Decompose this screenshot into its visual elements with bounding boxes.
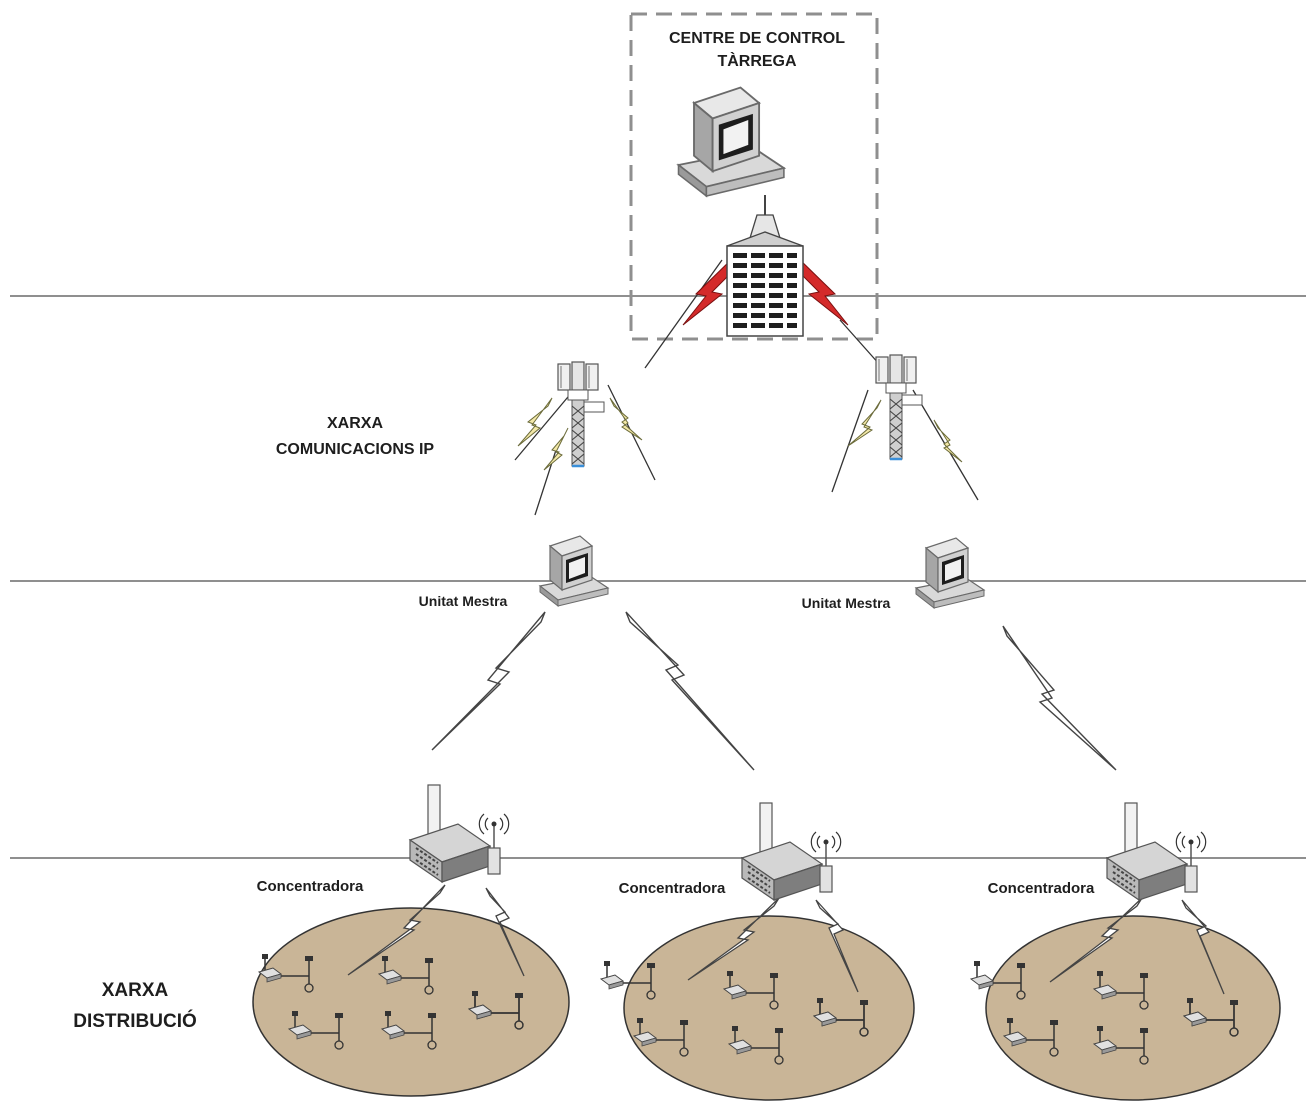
master-unit-right-icon <box>915 537 985 609</box>
distribution-zone-1 <box>252 907 570 1097</box>
concentrator-label: Concentradora <box>257 878 364 895</box>
control-center-building-icon <box>726 195 804 337</box>
distribution-label-line2: DISTRIBUCIÓ <box>73 1010 197 1032</box>
concentrator-2-icon <box>741 802 842 901</box>
tower-radio-links <box>517 397 963 471</box>
wireless-links-upper <box>431 611 1117 771</box>
concentrator-3-icon <box>1106 802 1207 901</box>
control-center-pc-icon <box>677 86 785 197</box>
master-unit-left-icon <box>539 535 609 607</box>
distribution-zone-2 <box>623 915 915 1101</box>
ip-tower-left-icon <box>556 360 606 468</box>
master-unit-label: Unitat Mestra <box>419 593 508 609</box>
master-unit-label: Unitat Mestra <box>802 595 891 611</box>
concentrator-label: Concentradora <box>619 880 726 897</box>
distribution-zone-3 <box>985 915 1281 1101</box>
concentrator-label: Concentradora <box>988 880 1095 897</box>
ip-network-label-line1: XARXA <box>327 415 383 432</box>
concentrator-1-icon <box>409 784 510 883</box>
control-link-right <box>839 319 881 366</box>
control-center-title-line2: TÀRREGA <box>717 51 797 70</box>
control-center-frame <box>629 12 879 341</box>
ip-tower-right-icon <box>874 353 924 461</box>
control-center-title-line1: CENTRE DE CONTROL <box>669 30 845 47</box>
distribution-label-line1: XARXA <box>102 980 169 1001</box>
ip-network-label-line2: COMUNICACIONS IP <box>276 441 435 458</box>
wireless-links-lower <box>347 884 1225 995</box>
